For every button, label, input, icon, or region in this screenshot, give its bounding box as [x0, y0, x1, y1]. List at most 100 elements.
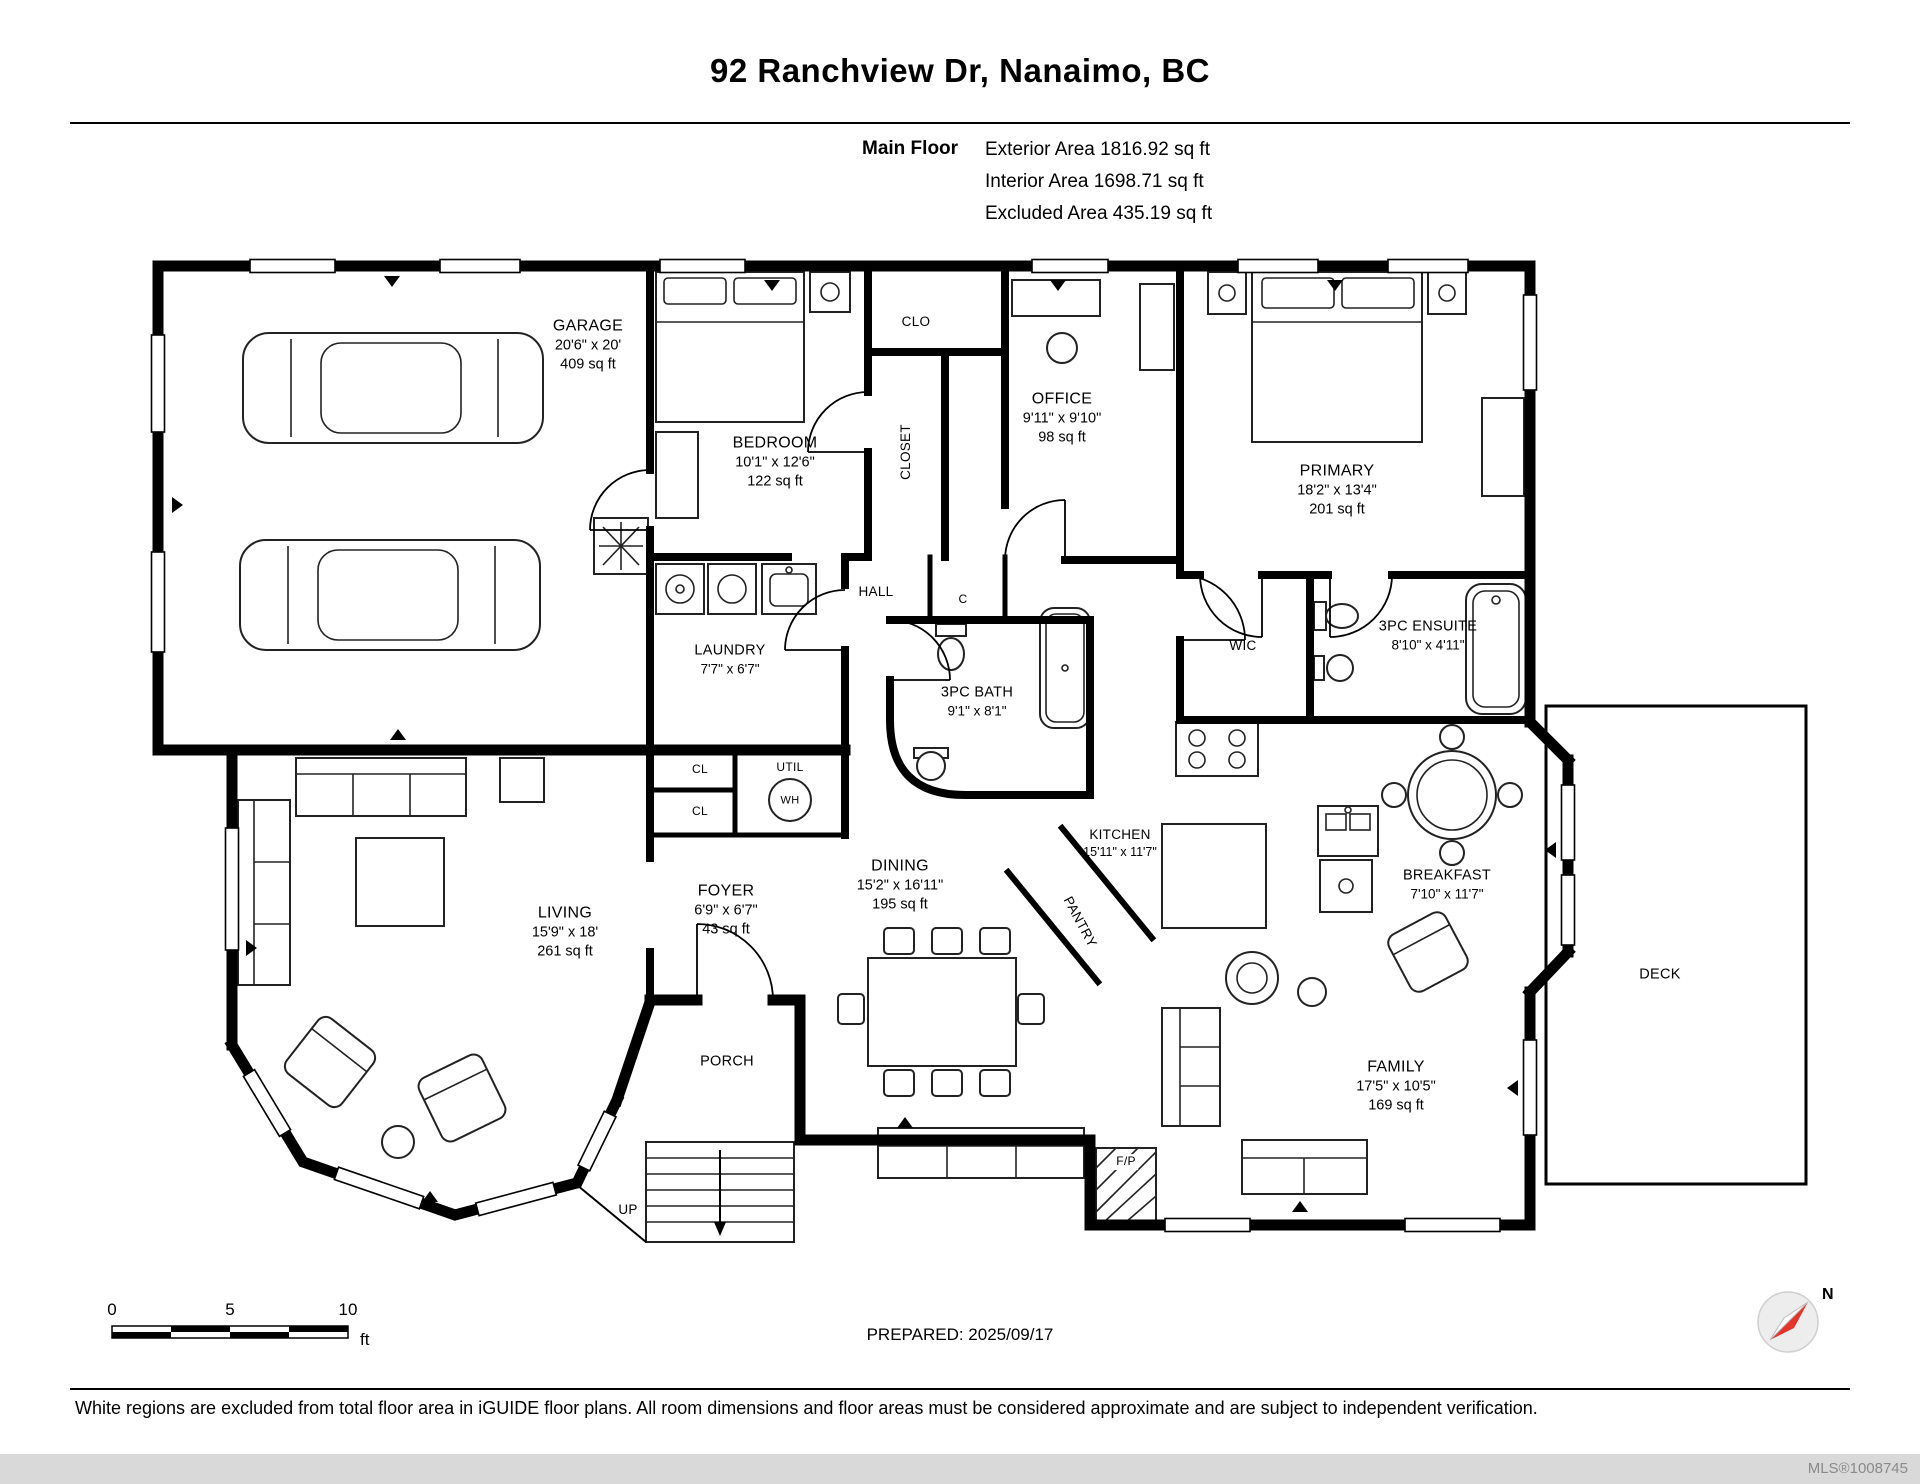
interior-area: Interior Area 1698.71 sq ft: [985, 171, 1204, 192]
primary-bed: [1251, 271, 1423, 443]
room-label-breakfast: BREAKFAST 7'10" x 11'7": [1403, 867, 1491, 904]
prepared-date: PREPARED: 2025/09/17: [866, 1325, 1054, 1344]
bath-sink: [913, 747, 949, 781]
room-dims: 8'10" x 4'11": [1391, 637, 1465, 653]
washer-icon: [655, 563, 705, 615]
windows: [150, 258, 1576, 1233]
room-label-kitchen: KITCHEN 15'11" x 11'7": [1083, 826, 1157, 860]
room-dims: 9'11" x 9'10": [1022, 410, 1102, 427]
room-name: LIVING: [537, 904, 593, 922]
coffee-table: [355, 837, 445, 927]
room-name: PRIMARY: [1299, 462, 1375, 480]
furniture-layer: [237, 271, 1527, 1243]
living-armchair-2: [417, 1053, 507, 1143]
room-label-wh: WH: [781, 794, 800, 809]
freezer-icon: [593, 517, 649, 575]
room-name: BREAKFAST: [1402, 867, 1492, 884]
laundry-sink: [761, 563, 817, 615]
bath-shower: [1039, 607, 1091, 729]
room-dims: 18'2" x 13'4": [1297, 482, 1377, 499]
room-dims: 20'6" x 20': [554, 337, 622, 354]
primary-nightstands: [1207, 271, 1467, 315]
room-label-deck: DECK: [1639, 965, 1681, 984]
room-name: F/P: [1114, 1154, 1138, 1170]
room-dims: 7'10" x 11'7": [1410, 886, 1484, 902]
bedroom-nightstand: [809, 271, 851, 313]
room-area: 122 sq ft: [747, 473, 803, 490]
header-divider: [70, 122, 1850, 124]
pantry-walls: [1003, 823, 1157, 987]
mls-strip: MLS®1008745: [0, 1454, 1920, 1484]
deck-outline: [1544, 704, 1808, 1186]
room-area: 261 sq ft: [537, 943, 593, 960]
room-label-laundry: LAUNDRY 7'7" x 6'7": [694, 642, 765, 679]
excluded-area: Excluded Area 435.19 sq ft: [985, 203, 1213, 224]
living-sofa-top: [295, 757, 467, 817]
scale-unit: ft: [360, 1330, 370, 1349]
room-area: 409 sq ft: [560, 356, 616, 373]
room-dims: 17'5" x 10'5": [1356, 1078, 1436, 1095]
room-dims: 15'9" x 18': [531, 924, 599, 941]
room-dims: 9'1" x 8'1": [947, 703, 1007, 719]
room-dims: 7'7" x 6'7": [700, 661, 760, 677]
room-area: 195 sq ft: [872, 896, 928, 913]
dryer-icon: [707, 563, 757, 615]
room-name: CL: [692, 804, 708, 819]
room-name: FOYER: [697, 882, 755, 900]
room-label-wic: WIC: [1229, 637, 1256, 655]
family-ottoman: [1297, 977, 1327, 1007]
car-1: [242, 332, 544, 444]
room-label-foyer: FOYER 6'9" x 6'7" 43 sq ft: [694, 880, 757, 939]
footer-divider: [70, 1388, 1850, 1390]
room-dims: 10'1" x 12'6": [735, 454, 815, 471]
living-sofa-left: [237, 799, 291, 986]
room-label-bath: 3PC BATH 9'1" x 8'1": [941, 684, 1013, 721]
floor-label: Main Floor: [862, 138, 959, 159]
room-name: GARAGE: [552, 317, 624, 335]
disclaimer-text: White regions are excluded from total fl…: [75, 1398, 1538, 1418]
family-sofa-bottom: [1241, 1139, 1368, 1195]
interior-walls: [646, 262, 1534, 1004]
room-name: CLO: [901, 314, 931, 330]
room-area: 169 sq ft: [1368, 1097, 1424, 1114]
living-armchair-1: [283, 1015, 377, 1109]
door-swings: [589, 391, 1393, 1001]
bedroom-dresser: [655, 431, 699, 519]
room-label-office: OFFICE 9'11" x 9'10" 98 sq ft: [1023, 388, 1101, 447]
room-name: DECK: [1639, 966, 1681, 983]
ensuite-sink: [1313, 654, 1354, 682]
family-armchair: [1387, 911, 1469, 993]
north-label: N: [1822, 1286, 1834, 1303]
page-title: 92 Ranchview Dr, Nanaimo, BC: [710, 52, 1210, 89]
exterior-area: Exterior Area 1816.92 sq ft: [985, 139, 1210, 160]
room-name: OFFICE: [1031, 390, 1093, 408]
room-name: UP: [618, 1202, 638, 1218]
room-area: 98 sq ft: [1038, 429, 1086, 446]
room-label-cl1: CL: [692, 762, 708, 778]
room-label-garage: GARAGE 20'6" x 20' 409 sq ft: [553, 315, 623, 374]
bedroom-bed: [655, 271, 805, 423]
room-name: UTIL: [776, 760, 804, 775]
living-small-table: [381, 1125, 415, 1159]
room-name: 3PC ENSUITE: [1378, 618, 1478, 635]
room-label-living: LIVING 15'9" x 18' 261 sq ft: [532, 902, 598, 961]
kitchen-sink: [1317, 805, 1379, 857]
breakfast-table: [1381, 724, 1523, 866]
side-table: [499, 757, 545, 803]
room-label-bedroom: BEDROOM 10'1" x 12'6" 122 sq ft: [733, 432, 818, 491]
room-name: KITCHEN: [1089, 826, 1151, 842]
room-label-closet: CLOSET: [897, 424, 915, 480]
scale-tick-5: 5: [225, 1300, 235, 1319]
room-area: 201 sq ft: [1309, 501, 1365, 518]
scale-bar: [111, 1325, 349, 1339]
family-sofa-left: [1161, 1007, 1221, 1127]
room-name: WIC: [1229, 638, 1257, 654]
room-label-porch: PORCH: [700, 1052, 754, 1071]
room-name: BEDROOM: [732, 434, 818, 452]
room-label-cl2: CL: [692, 804, 708, 820]
porch-stairs: [576, 1141, 795, 1243]
room-name: DINING: [871, 857, 929, 875]
primary-dresser: [1481, 397, 1525, 497]
